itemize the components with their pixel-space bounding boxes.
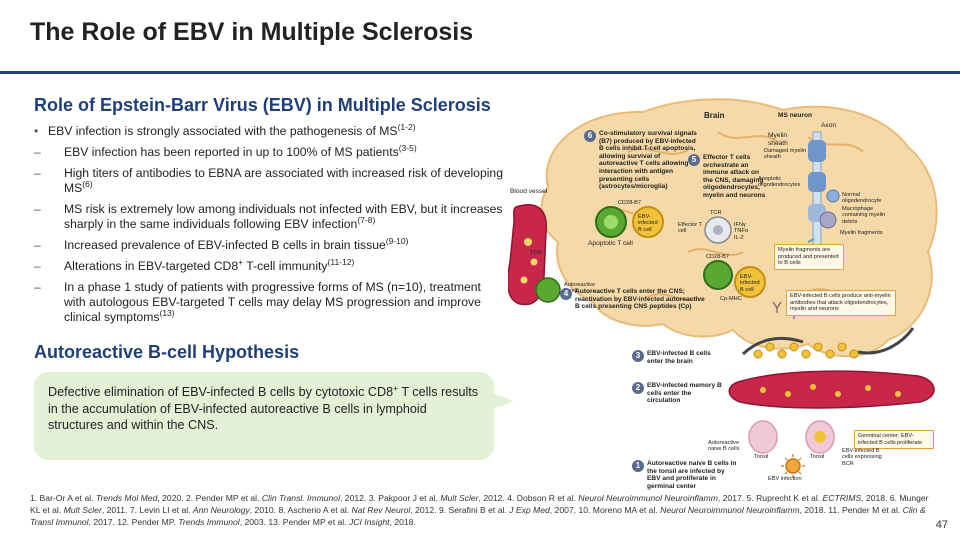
apoptotic-oligodendrocytes-label: Apoptotic oligodendrocytes bbox=[758, 176, 801, 189]
sub-bullet-item: EBV infection has been reported in up to… bbox=[34, 144, 504, 160]
step-1-text: Autoreactive naive B cells in the tonsil… bbox=[647, 460, 737, 490]
autoreactive-naive-label: Autoreactive naive B cells bbox=[708, 440, 740, 453]
cytokines-label: IFNγ TNFα IL-2 bbox=[734, 222, 749, 241]
brain-folds bbox=[602, 131, 864, 301]
antibody-icons bbox=[772, 301, 799, 319]
sub-bullet-item: In a phase 1 study of patients with prog… bbox=[34, 280, 504, 325]
ebv-virus bbox=[785, 458, 801, 474]
ebv-ms-pathogenesis-diagram: Brain MS neuron Axon Myelin sheath Damag… bbox=[508, 92, 954, 492]
apoptotic-t-cell-label: Apoptotic T cell bbox=[588, 240, 633, 247]
step-5-text: Effector T cells orchestrate an immune a… bbox=[703, 154, 766, 199]
sub-bullet-item: Alterations in EBV-targeted CD8+ T-cell … bbox=[34, 258, 504, 274]
sub-bullet-item: High titers of antibodies to EBNA are as… bbox=[34, 166, 504, 196]
brain-label: Brain bbox=[704, 111, 725, 120]
step-3-marker: 3 bbox=[632, 350, 644, 362]
cd28-b7-label: CD28-B7 bbox=[618, 200, 642, 206]
myelin-fragments-box: Myelin fragments are produced and presen… bbox=[774, 244, 844, 270]
tonsil-label-2: Tonsil bbox=[810, 454, 825, 460]
ebv-bcr-label: EBV-infected B cells expressing BCR bbox=[842, 448, 882, 467]
step-4-text: Autoreactive T cells enter the CNS; reac… bbox=[575, 288, 705, 311]
bullet-item: EBV infection is strongly associated wit… bbox=[34, 123, 504, 139]
step-2-text: EBV-infected memory B cells enter the ci… bbox=[647, 382, 722, 405]
ebv-b-cell-label-2: EBV-infected B cell bbox=[740, 274, 760, 293]
sub-bullet-item: Increased prevalence of EBV-infected B c… bbox=[34, 237, 504, 253]
ebv-b-cell-top bbox=[632, 206, 664, 238]
tcr-label-2: TCR bbox=[710, 210, 722, 216]
ebv-b-cell-mid bbox=[734, 266, 766, 298]
hypothesis-callout: Defective elimination of EBV-infected B … bbox=[34, 372, 494, 460]
ms-neuron-label: MS neuron bbox=[778, 112, 813, 119]
blood-vessel-shape bbox=[508, 204, 547, 306]
sub-bullet-item: MS risk is extremely low among individua… bbox=[34, 202, 504, 232]
effector-t-cell-label: Effector T cell bbox=[678, 222, 702, 235]
activated-t-cell bbox=[703, 260, 733, 290]
macrophage-label: Macrophage containing myelin debris bbox=[842, 206, 886, 225]
myelin-sheath-label: Myelin sheath bbox=[768, 132, 788, 147]
callout-tail bbox=[488, 391, 514, 411]
ebv-b-cell-label: EBV-infected B cell bbox=[638, 214, 658, 233]
normal-oligodendrocyte bbox=[826, 189, 840, 203]
step-1-marker: 1 bbox=[632, 460, 644, 472]
step-6-text: Co-stimulatory survival signals (B7) pro… bbox=[599, 130, 697, 191]
tonsil-label-1: Tonsil bbox=[754, 454, 769, 460]
step-3-text: EBV-infected B cells enter the brain bbox=[647, 350, 711, 365]
myelin-fragments-label: Myelin fragments bbox=[840, 230, 883, 236]
bullet-list: EBV infection is strongly associated wit… bbox=[34, 123, 504, 331]
cd28-b7-label-2: CD28-B7 bbox=[706, 254, 730, 260]
circulation-arrow bbox=[741, 336, 804, 356]
step-6-marker: 6 bbox=[584, 130, 596, 142]
normal-oligodendrocyte-label: Normal oligodendrocyte bbox=[842, 192, 882, 205]
slide-title: The Role of EBV in Multiple Sclerosis bbox=[30, 18, 474, 46]
references: 1. Bar-Or A et al. Trends Mol Med, 2020.… bbox=[30, 493, 929, 527]
step-2-marker: 2 bbox=[632, 382, 644, 394]
axon-label: Axon bbox=[821, 122, 837, 129]
section-heading-hypothesis: Autoreactive B-cell Hypothesis bbox=[34, 342, 300, 362]
step-4-marker: 4 bbox=[560, 288, 572, 300]
page-number: 47 bbox=[935, 519, 948, 531]
anti-myelin-antibodies-box: EBV-infected B cells produce anti-myelin… bbox=[786, 290, 896, 316]
tcr-label: TCR bbox=[530, 250, 542, 256]
circulation-vessel bbox=[728, 370, 935, 409]
cp-mhc-label: Cp-MHC bbox=[720, 296, 742, 302]
title-divider bbox=[0, 71, 960, 74]
section-heading-ebv-role: Role of Epstein-Barr Virus (EBV) in Mult… bbox=[34, 95, 491, 115]
autoreactive-t-cell bbox=[535, 277, 561, 303]
step-5-marker: 5 bbox=[688, 154, 700, 166]
blood-vessel-label: Blood vessel bbox=[510, 188, 548, 195]
damaged-myelin-label: Damaged myelin sheath bbox=[764, 148, 806, 161]
germinal-center-box: Germinal center: EBV-infected B cells pr… bbox=[854, 430, 934, 450]
macrophage bbox=[819, 211, 837, 229]
ebv-infection-label: EBV infection bbox=[768, 476, 802, 482]
tonsil-left bbox=[748, 420, 778, 454]
